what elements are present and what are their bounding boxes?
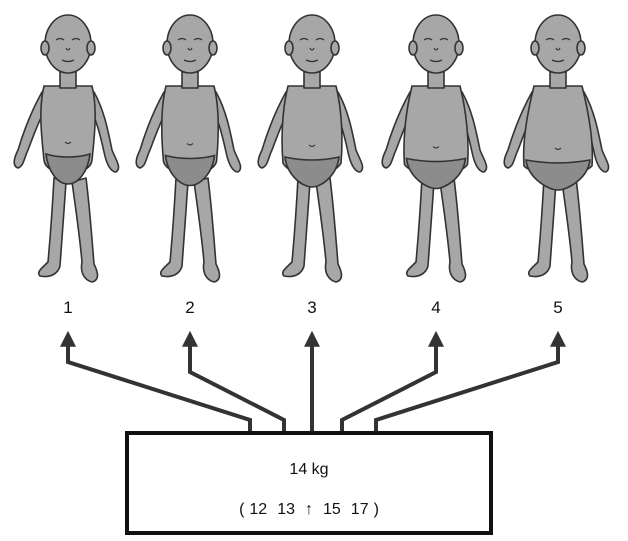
scale-value-2: 13 — [277, 501, 295, 519]
figure-number-5: 5 — [543, 298, 573, 318]
figure-number-4: 4 — [421, 298, 451, 318]
arrow-to-figure-1 — [68, 338, 250, 431]
child-figure-2 — [136, 15, 240, 282]
weight-box: 14 kg ( 12 13 ↑ 15 17 ) — [125, 431, 493, 535]
scale-value-1: 12 — [249, 501, 267, 519]
scale-value-4: 17 — [351, 501, 369, 519]
child-figure-5 — [504, 15, 608, 282]
child-figure-4 — [382, 15, 486, 282]
child-figure-1 — [14, 15, 118, 282]
child-figure-3 — [258, 15, 362, 282]
arrow-to-figure-5 — [376, 338, 558, 431]
weight-scale-row: ( 12 13 ↑ 15 17 ) — [129, 501, 489, 519]
figure-number-1: 1 — [53, 298, 83, 318]
figure-number-3: 3 — [297, 298, 327, 318]
scale-value-3: 15 — [323, 501, 341, 519]
scale-close-paren: ) — [374, 501, 379, 519]
weight-value: 14 kg — [129, 461, 489, 479]
up-arrow-icon: ↑ — [305, 501, 313, 519]
scale-open-paren: ( — [239, 501, 244, 519]
figure-number-2: 2 — [175, 298, 205, 318]
